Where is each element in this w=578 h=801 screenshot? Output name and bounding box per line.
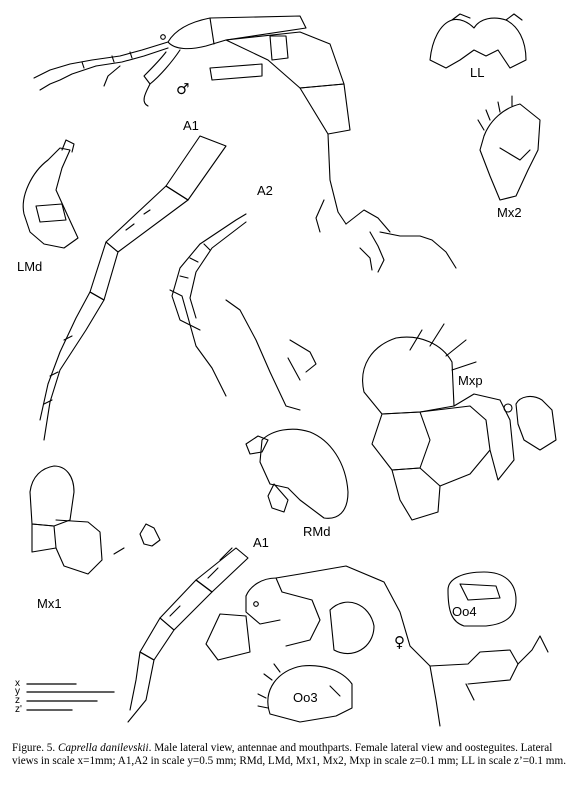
a1-female-antenna-drawing [127,547,249,723]
scale-label-z: z [15,695,20,706]
figure-caption: Figure. 5. Caprella danilevskii. Male la… [12,742,568,769]
mxp-drawing [362,323,557,521]
label-mx2: Mx2 [497,205,522,220]
oo3-drawing [257,663,353,723]
label-rmd: RMd [303,524,331,539]
label-a1-bottom: A1 [253,535,269,550]
label-ll: LL [470,65,485,80]
mx2-drawing [477,95,541,201]
scale-bars [26,683,115,711]
scale-label-y: y [15,686,20,697]
label-a1-top: A1 [183,118,199,133]
a1-antenna-drawing [39,135,227,441]
a2-antenna-drawing [169,213,317,411]
scale-label-x: x [15,678,20,689]
caption-prefix: Figure. 5. [12,742,58,754]
caption-species: Caprella danilevskii [58,742,149,754]
label-oo3: Oo3 [293,690,318,705]
male-symbol: ♂ [176,80,190,98]
male-lateral-view [33,15,457,273]
label-mx1: Mx1 [37,596,62,611]
caption-text: . Male lateral view, antennae and mouthp… [12,742,566,768]
label-mxp: Mxp [458,373,483,388]
female-lateral-view [205,565,549,727]
female-symbol: ♀ [394,633,405,651]
rmd-drawing [245,428,349,519]
label-a2: A2 [257,183,273,198]
mx1-drawing [29,465,161,575]
lower-lip-drawing [429,13,527,69]
label-lmd: LMd [17,259,43,274]
lmd-drawing [22,139,79,249]
label-oo4: Oo4 [452,604,477,619]
oo4-drawing [447,571,517,627]
scale-label-z-prime: z' [15,704,22,715]
